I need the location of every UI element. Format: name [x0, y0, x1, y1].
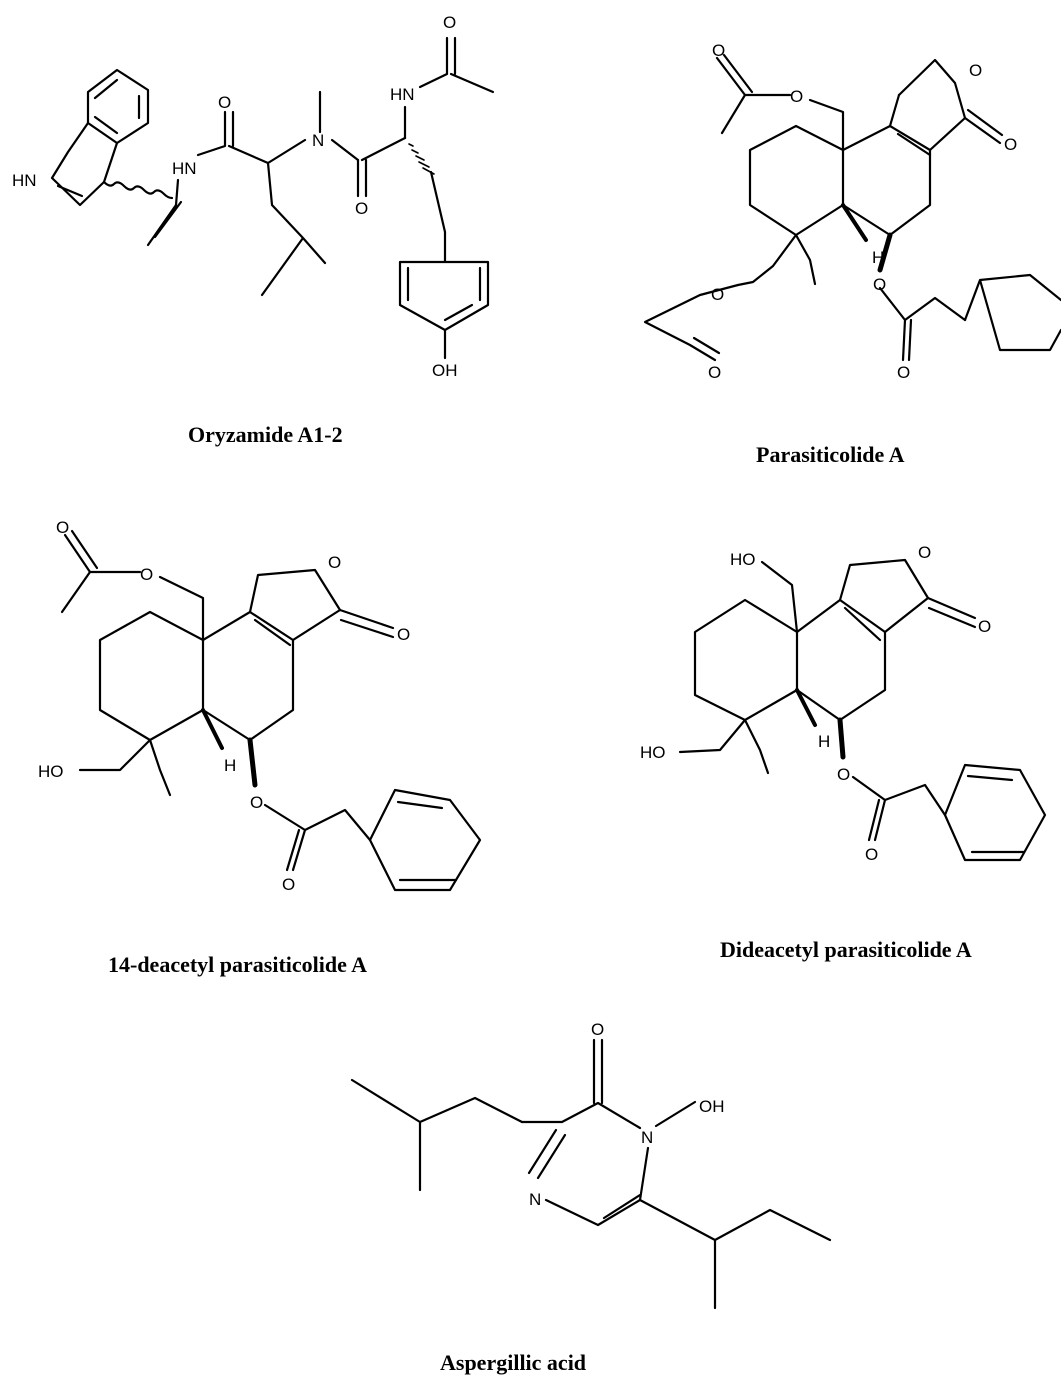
atom-h: H — [224, 756, 236, 775]
atom-o-acetate-2: O — [711, 285, 724, 304]
structure-14-deacetyl-parasiticolide-a: O O O O H HO O O 14-deacetyl parasiticol… — [38, 518, 482, 977]
atom-ho: HO — [640, 743, 666, 762]
structure-dideacetyl-parasiticolide-a: O O HO H HO O O Dideacetyl parasiticolid… — [640, 543, 1047, 962]
atom-o-acetate-1: O — [790, 87, 803, 106]
atom-o-amide: O — [218, 93, 231, 112]
atom-o-benzoyl-carbonyl: O — [865, 845, 878, 864]
atom-o-acetate: O — [140, 565, 153, 584]
atom-o-benzoyl: O — [873, 275, 886, 294]
atom-o-acetyl: O — [443, 13, 456, 32]
atom-o-lactone-carbonyl: O — [1004, 135, 1017, 154]
atom-o-carbonyl: O — [355, 199, 368, 218]
atom-o-acetate-1-carbonyl: O — [712, 41, 725, 60]
atom-hn-acetyl: HN — [390, 85, 415, 104]
atom-o-benzoyl: O — [837, 765, 850, 784]
atom-o-lactone-carbonyl: O — [978, 617, 991, 636]
atom-hn-amide: HN — [172, 159, 197, 178]
atom-oh: OH — [699, 1097, 725, 1116]
hashed-wedge-oryzamide — [408, 143, 435, 175]
atom-o-lactone-ring: O — [328, 553, 341, 572]
atom-h: H — [872, 248, 884, 267]
atom-n-methyl: N — [312, 131, 324, 150]
atom-o-acetate-carbonyl: O — [56, 518, 69, 537]
structure-parasiticolide-a: O O O O O O H O O Parasiticolide A — [643, 41, 1061, 467]
atom-hn-indole: HN — [12, 171, 37, 190]
atom-o-lactone-ring: O — [969, 61, 982, 80]
compound-name: Oryzamide A1-2 — [188, 422, 343, 447]
atom-ho-top: HO — [730, 550, 756, 569]
compound-name: Parasiticolide A — [756, 442, 905, 467]
atom-o-lactone-ring: O — [918, 543, 931, 562]
atom-o-acetate-2-carbonyl: O — [708, 363, 721, 382]
atom-ho: HO — [38, 762, 64, 781]
structure-oryzamide-a1-2: HN HN O N O HN O OH Oryzamide A1-2 — [12, 13, 495, 447]
atom-o-benzoyl-carbonyl: O — [897, 363, 910, 382]
compound-name: Dideacetyl parasiticolide A — [720, 937, 972, 962]
atom-h: H — [818, 732, 830, 751]
atom-o: O — [591, 1020, 604, 1039]
structure-aspergillic-acid: O OH N N Aspergillic acid — [350, 1020, 832, 1375]
compound-name: Aspergillic acid — [440, 1350, 586, 1375]
atom-o-benzoyl-carbonyl: O — [282, 875, 295, 894]
atom-n2: N — [529, 1190, 541, 1209]
atom-oh-phenol: OH — [432, 361, 458, 380]
atom-n1: N — [641, 1128, 653, 1147]
atom-o-benzoyl: O — [250, 793, 263, 812]
compound-name: 14-deacetyl parasiticolide A — [108, 952, 367, 977]
atom-o-lactone-carbonyl: O — [397, 625, 410, 644]
